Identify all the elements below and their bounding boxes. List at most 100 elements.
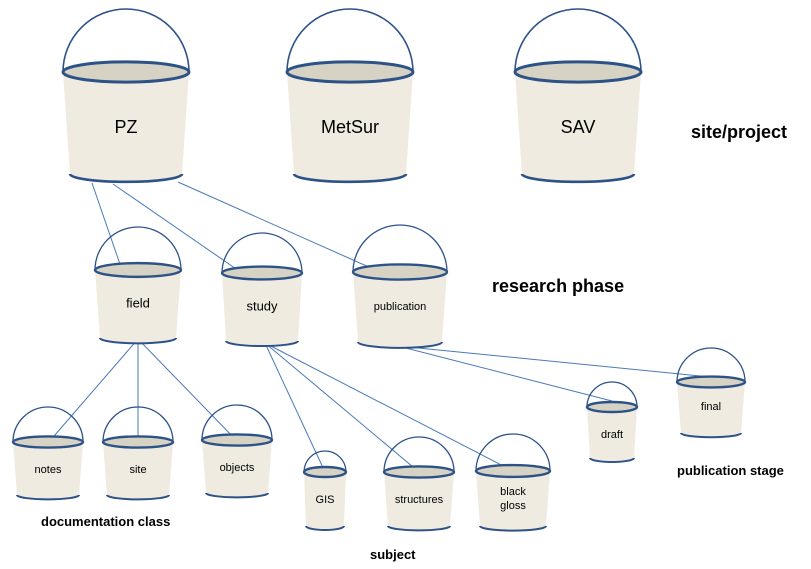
bucket-bottom-rim [205, 492, 269, 499]
bucket-handle [94, 226, 182, 271]
bucket-handle [475, 433, 551, 472]
bucket-body [13, 442, 83, 500]
bucket-top-rim [351, 263, 449, 281]
bucket-body [202, 440, 272, 498]
bucket-bottom-rim [305, 525, 345, 531]
bucket-label-pz: PZ [114, 117, 137, 137]
bucket-handle [383, 436, 455, 473]
bucket-top-rim [675, 375, 747, 389]
bucket-handle [352, 224, 448, 273]
buckets: PZ MetSur SAV field study publication notes sit… [11, 8, 747, 532]
bucket-top-rim [585, 400, 639, 414]
bucket-top-rim [101, 435, 175, 449]
bucket-bottom-rim [479, 525, 547, 532]
bucket-top-rim [285, 60, 415, 84]
bucket-top-rim [513, 60, 643, 84]
connector-study-black_gloss [264, 342, 514, 472]
bucket-bottom-rim [387, 525, 451, 532]
bucket-handle [201, 404, 273, 441]
bucket-top-rim [474, 463, 552, 479]
connector-pz-publication [177, 181, 381, 273]
bucket-bottom-rim [292, 173, 408, 184]
bucket-label-notes: notes [35, 464, 62, 476]
bucket-label-field: field [126, 295, 150, 310]
bucket-handle [12, 406, 84, 443]
bucket-bottom-rim [520, 173, 636, 184]
bucket-bottom-rim [357, 341, 443, 349]
level-label-subject: subject [370, 547, 416, 562]
bucket-bottom-rim [106, 494, 170, 501]
bucket-label-objects: objects [220, 462, 255, 474]
bucket-top-rim [93, 261, 183, 279]
bucket-bottom-rim [16, 494, 80, 501]
bucket-top-rim [11, 435, 85, 449]
bucket-structures: structures [382, 436, 456, 532]
bucket-top-rim [220, 265, 304, 281]
connector-publication-draft [397, 345, 613, 402]
bucket-body [476, 471, 550, 531]
bucket-label-study: study [246, 298, 278, 313]
connector-field-objects [137, 338, 238, 442]
bucket-label-structures: structures [395, 494, 444, 506]
bucket-bottom-rim [225, 340, 299, 348]
bucket-handle [514, 8, 642, 73]
bucket-label-sav: SAV [561, 117, 596, 137]
bucket-field: field [93, 226, 183, 345]
bucket-label-publication: publication [374, 301, 427, 313]
level-label-publication-stage: publication stage [677, 463, 784, 478]
bucket-handle [286, 8, 414, 73]
bucket-metsur: MetSur [285, 8, 415, 184]
bucket-body [384, 472, 454, 531]
bucket-label-metsur: MetSur [321, 117, 379, 137]
bucket-label-site: site [129, 464, 146, 476]
bucket-label-draft: draft [601, 429, 623, 441]
bucket-handle [62, 8, 190, 73]
bucket-objects: objects [200, 404, 274, 499]
bucket-sav: SAV [513, 8, 643, 184]
bucket-top-rim [200, 433, 274, 447]
bucket-body [63, 72, 189, 182]
bucket-body [515, 72, 641, 182]
bucket-handle [676, 347, 746, 383]
connector-pz-field [91, 182, 123, 271]
bucket-study: study [220, 232, 304, 348]
bucket-pz: PZ [61, 8, 191, 184]
level-label-site-project: site/project [691, 122, 787, 142]
bucket-body [353, 272, 447, 348]
bucket-top-rim [302, 465, 348, 479]
bucket-handle [102, 406, 174, 443]
bucket-body [95, 270, 181, 344]
connector-field-notes [47, 338, 139, 444]
bucket-final: final [675, 347, 747, 439]
connector-pz-study [112, 183, 243, 274]
bucket-body [587, 407, 637, 462]
connector-publication-final [397, 345, 711, 378]
bucket-label-final: final [701, 401, 721, 413]
bucket-body [287, 72, 413, 182]
bucket-bottom-rim [99, 337, 177, 345]
bucket-bottom-rim [680, 432, 742, 439]
bucket-handle [221, 232, 303, 274]
bucket-site: site [101, 406, 175, 501]
bucket-publication: publication [351, 224, 449, 349]
bucket-top-rim [61, 60, 191, 84]
bucket-label-gis: GIS [316, 494, 335, 506]
bucket-handle [586, 381, 638, 408]
bucket-bottom-rim [68, 173, 184, 184]
level-label-documentation-class: documentation class [41, 514, 170, 529]
level-labels: site/project research phase documentatio… [41, 122, 787, 562]
bucket-body [304, 472, 346, 530]
bucket-body [222, 273, 302, 347]
connectors [47, 181, 711, 473]
bucket-draft: draft [585, 381, 639, 463]
connector-study-structures [264, 342, 420, 473]
bucket-top-rim [382, 465, 456, 479]
bucket-handle [303, 450, 347, 473]
connector-study-gis [264, 342, 326, 473]
bucket-bottom-rim [589, 457, 635, 463]
bucket-body [677, 382, 745, 438]
level-label-research-phase: research phase [492, 276, 624, 296]
